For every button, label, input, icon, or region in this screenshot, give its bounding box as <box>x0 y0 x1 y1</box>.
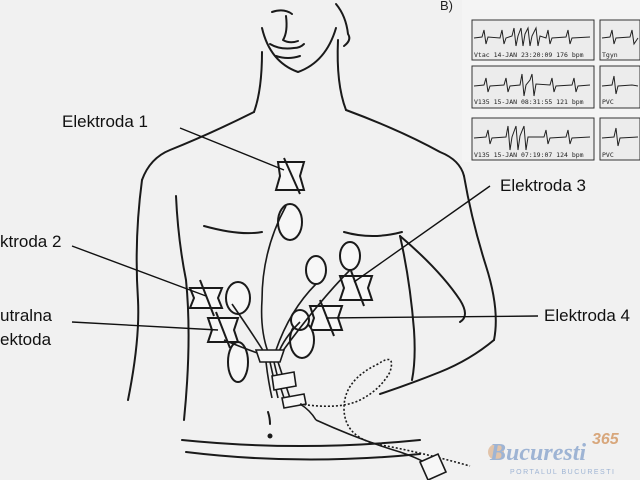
label-neutral-line-1: utralna <box>0 306 52 325</box>
ecg-strip-1-label: Vtac 14-JAN 23:20:09 176 bpm <box>474 51 584 59</box>
electrode-3 <box>305 241 374 307</box>
watermark-brand: Bucuresti <box>489 440 586 466</box>
pointer-line-2 <box>71 245 207 297</box>
electrodes <box>188 157 374 383</box>
pointer-lines <box>71 127 539 331</box>
electrode-1 <box>274 157 306 241</box>
ecg-strip-2: V135 15-JAN 08:31:55 121 bpm PVC <box>471 65 640 109</box>
ecg-strip-3-label: V135 15-JAN 07:19:07 124 bpm <box>474 151 584 159</box>
ecg-strip-3: V135 15-JAN 07:19:07 124 bpm PVC <box>471 117 640 161</box>
ecg-strip-2-label-right: PVC <box>602 98 614 106</box>
ecg-panel-letter: B) <box>440 0 453 13</box>
ecg-strip-3-label-right: PVC <box>602 151 614 159</box>
lead-wires <box>223 205 471 480</box>
ecg-strip-1: Vtac 14-JAN 23:20:09 176 bpm Tgyn <box>471 19 640 61</box>
pointer-line-4 <box>325 315 539 319</box>
pointer-line-neutral <box>71 321 219 331</box>
electrode-2 <box>188 279 251 317</box>
ecg-inset: B) Vtac 14-JAN 23:20:09 176 bpm Tgyn V13… <box>440 0 640 162</box>
bucuresti-watermark: Bucuresti 365 PORTALUL BUCURESTI <box>488 431 620 476</box>
watermark-number: 365 <box>592 431 620 448</box>
watermark-tagline: PORTALUL BUCURESTI <box>510 469 615 476</box>
pointer-line-3 <box>353 185 491 283</box>
pointer-line-1 <box>179 127 285 171</box>
label-elektroda-1: Elektroda 1 <box>62 112 148 131</box>
label-elektroda-4: Elektroda 4 <box>544 306 630 325</box>
label-elektroda-3: Elektroda 3 <box>500 176 586 195</box>
label-neutral-line-2: ektoda <box>0 330 52 349</box>
torso-outline <box>127 3 497 461</box>
ecg-strip-1-label-right: Tgyn <box>602 51 618 59</box>
ecg-strip-2-label: V135 15-JAN 08:31:55 121 bpm <box>474 98 584 106</box>
label-elektroda-2: ktroda 2 <box>0 232 62 251</box>
electrode-4 <box>289 299 344 359</box>
